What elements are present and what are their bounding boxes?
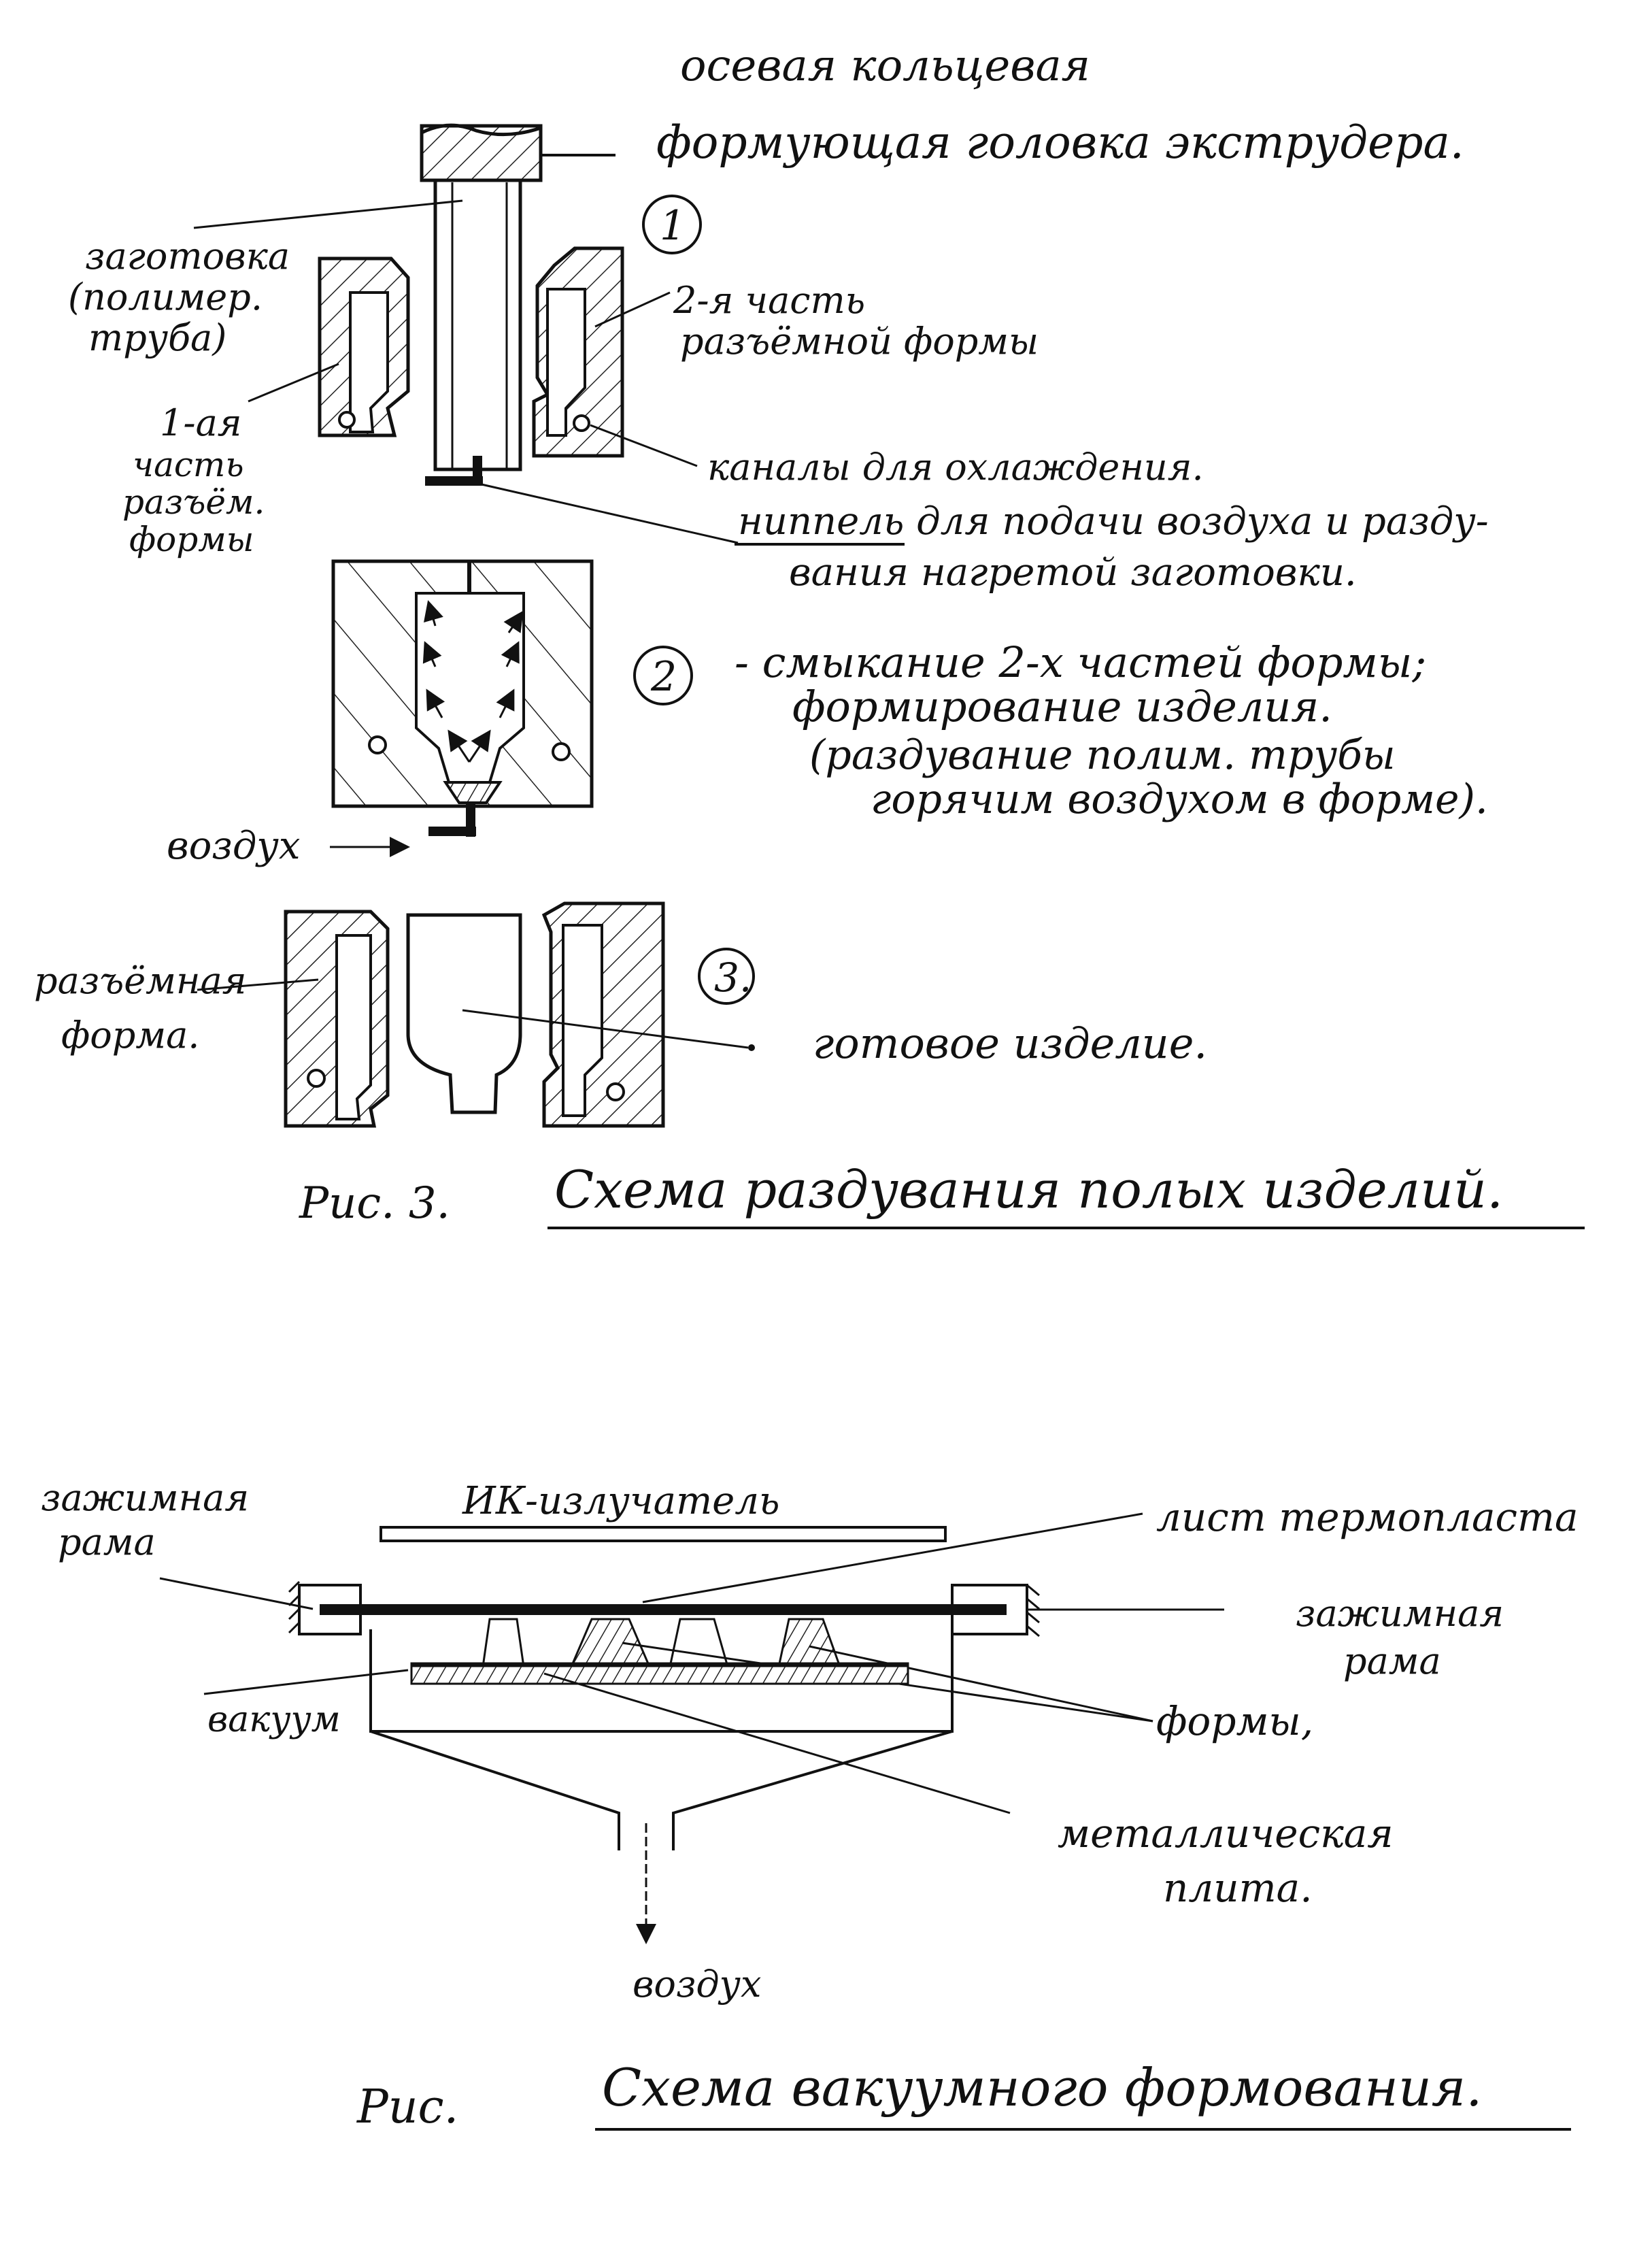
part1-label-line2: часть bbox=[133, 445, 244, 484]
part1-label-line1: 1-ая bbox=[160, 401, 242, 444]
step2-desc-line3: (раздувание полим. трубы bbox=[809, 731, 1396, 779]
cooling-channel-left-step1 bbox=[338, 411, 356, 429]
thermoplastic-sheet-label: лист термопласта bbox=[1156, 1494, 1579, 1540]
molds-label: формы, bbox=[1156, 1698, 1313, 1744]
clamp-left-label-line1: зажимная bbox=[41, 1476, 249, 1519]
vacuum-chamber bbox=[369, 1629, 954, 1733]
mold-4 bbox=[777, 1618, 842, 1668]
cooling-channel-right-step1 bbox=[573, 414, 590, 432]
cooling-channel-right-step2 bbox=[552, 742, 571, 761]
mold-left-cavity-step1 bbox=[349, 291, 389, 433]
product-label: готовое изделие. bbox=[813, 1018, 1207, 1068]
part2-leader bbox=[594, 291, 671, 328]
clamp-right-hatch bbox=[1026, 1584, 1040, 1637]
step2-desc-line1: - смыкание 2-х частей формы; bbox=[735, 637, 1426, 687]
part2-label-line2: разъёмной формы bbox=[680, 320, 1039, 363]
mold-2 bbox=[569, 1618, 652, 1668]
metal-plate-leader bbox=[543, 1672, 1011, 1814]
product-leader-dot bbox=[748, 1044, 755, 1051]
product-leader bbox=[462, 1009, 749, 1049]
top-note-text: осевая кольцевая bbox=[680, 41, 1090, 91]
step1-number: 1 bbox=[660, 202, 686, 250]
part1-label-line3: разъём. bbox=[122, 482, 265, 522]
blank-label-line1: заготовка bbox=[85, 235, 290, 278]
mold-right-cavity-step3 bbox=[562, 924, 603, 1117]
cooling-channels-label: каналы для охлаждения. bbox=[707, 446, 1204, 488]
split-mold-leader bbox=[197, 978, 319, 991]
molds-leader-2 bbox=[809, 1645, 1153, 1723]
blow-nozzle-step2 bbox=[443, 781, 503, 804]
cooling-channels-leader bbox=[590, 424, 698, 467]
step2-desc-line2: формирование изделия. bbox=[792, 682, 1332, 731]
mold-1 bbox=[482, 1618, 525, 1668]
cooling-channel-left-step2 bbox=[368, 735, 387, 754]
figure-4-vacuum-forming: ИК-излучатель лист термопласта зажимная … bbox=[41, 1476, 1579, 2134]
clamp-left-hatch bbox=[288, 1580, 301, 1634]
part1-leader bbox=[248, 363, 339, 403]
finished-bottle-product bbox=[406, 913, 522, 1114]
clamp-left-label-line2: рама bbox=[58, 1520, 156, 1563]
air-label-step2: воздух bbox=[167, 824, 300, 868]
blank-label-line2: (полимер. bbox=[68, 276, 263, 318]
mold-right-cavity-step1 bbox=[546, 288, 586, 437]
clamp-right-label-line2: рама bbox=[1343, 1640, 1441, 1682]
step3-number: 3. bbox=[714, 954, 752, 1001]
fig3-caption-prefix: Рис. 3. bbox=[299, 1178, 450, 1229]
nipple-leader bbox=[481, 483, 739, 544]
split-mold-label-line1: разъёмная bbox=[34, 959, 246, 1002]
step3-circle bbox=[698, 948, 755, 1005]
vacuum-label: вакуум bbox=[207, 1699, 341, 1740]
nipple-label-line1: ниппель для подачи воздуха и разду- bbox=[738, 499, 1489, 544]
clamp-right-label-line1: зажимная bbox=[1296, 1592, 1504, 1635]
part1-label-line4: формы bbox=[129, 520, 254, 559]
extruder-head-label: формующая головка экструдера. bbox=[656, 116, 1464, 169]
figure-3-blow-molding: осевая кольцевая формующая головка экстр… bbox=[34, 41, 1585, 1229]
mold-3 bbox=[669, 1618, 729, 1668]
blank-leader bbox=[193, 199, 463, 229]
ir-emitter-label: ИК-излучатель bbox=[462, 1479, 779, 1523]
metal-plate-label-line2: плита. bbox=[1163, 1865, 1313, 1911]
step2-desc-line4: горячим воздухом в форме). bbox=[871, 776, 1488, 823]
fig3-caption-title: Схема раздувания полых изделий. bbox=[554, 1159, 1503, 1220]
fig4-caption-prefix: Рис. bbox=[356, 2080, 458, 2134]
air-outlet-label: воздух bbox=[633, 1963, 761, 2006]
vacuum-leader bbox=[203, 1669, 409, 1695]
extruder-head-wavy-top bbox=[420, 123, 541, 137]
nipple-label-line2: вания нагретой заготовки. bbox=[789, 550, 1357, 595]
mold-left-cavity-step3 bbox=[335, 934, 372, 1120]
fig4-caption-title: Схема вакуумного формования. bbox=[602, 2057, 1482, 2118]
forming-molds bbox=[482, 1618, 842, 1668]
nipple-base bbox=[425, 476, 483, 486]
clamp-left-leader bbox=[159, 1577, 314, 1610]
air-flow-arrows bbox=[422, 600, 524, 763]
part2-label-line1: 2-я часть bbox=[673, 279, 865, 322]
ir-emitter-bar bbox=[380, 1526, 947, 1542]
air-inlet-base bbox=[428, 827, 476, 836]
thermoplastic-sheet bbox=[320, 1604, 1007, 1615]
step2-number: 2 bbox=[650, 653, 677, 701]
step1-circle bbox=[642, 195, 702, 254]
metal-plate-label-line1: металлическая bbox=[1058, 1810, 1394, 1857]
vacuum-funnel bbox=[370, 1730, 953, 1850]
cooling-channel-right-step3 bbox=[606, 1082, 625, 1101]
split-mold-label-line2: форма. bbox=[61, 1014, 199, 1057]
blank-label-line3: труба) bbox=[88, 316, 226, 359]
step2-circle bbox=[633, 646, 693, 705]
cooling-channel-left-step3 bbox=[307, 1069, 326, 1088]
thermoplastic-sheet-leader bbox=[642, 1512, 1143, 1603]
